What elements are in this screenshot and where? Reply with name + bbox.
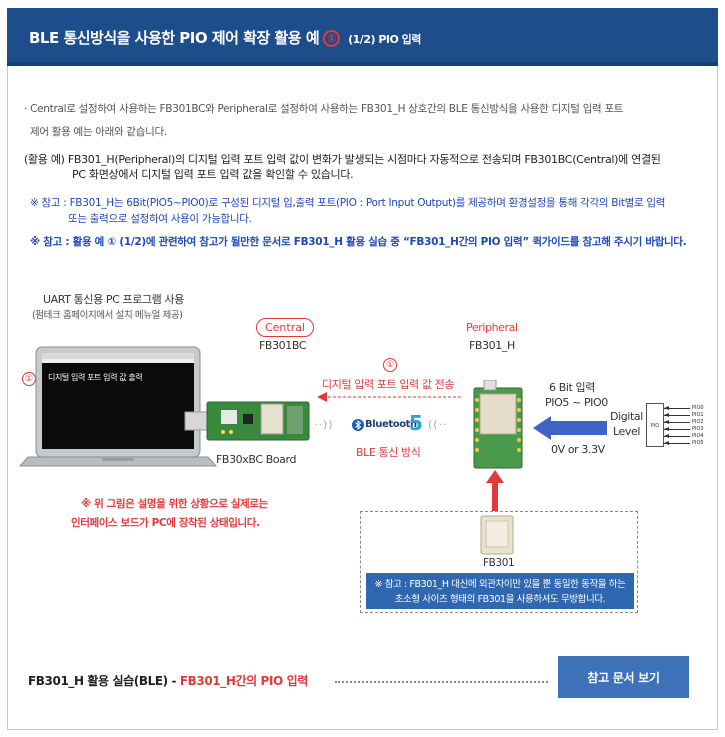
bluetooth-word: Bluetooth: [365, 419, 417, 430]
view-reference-button[interactable]: 참고 문서 보기: [558, 656, 689, 698]
pio-pin-arrowhead: [664, 434, 669, 438]
pio-pin-line: [664, 443, 690, 444]
transfer-arrow: [317, 392, 461, 402]
pio-pin-arrowhead: [664, 441, 669, 445]
reference-highlight: FB301_H간의 PIO 입력: [179, 674, 308, 688]
transfer-marker: ①: [383, 358, 397, 372]
pio-pin-label: PIO1: [692, 412, 704, 418]
pio-pin-label: PIO5: [692, 440, 704, 446]
peripheral-label: Peripheral: [466, 321, 518, 334]
fb301-label: FB301: [483, 557, 515, 569]
fb301-note: ※ 참고 : FB301_H 대신에 외관차이만 있을 뿐 동일한 동작을 하는…: [366, 573, 634, 609]
peripheral-device-label: FB301_H: [469, 339, 515, 352]
signal-waves-right: ((··: [428, 418, 448, 431]
fb301-module-image: [480, 515, 514, 555]
pio-pin-line: [664, 429, 690, 430]
fb301bc-board-image: [184, 401, 310, 441]
pio-pin-line: [664, 436, 690, 437]
fb301h-module-image: [473, 380, 523, 469]
note-1-line-1: ※ 참고 : FB301_H는 6Bit(PIO5~PIO0)로 구성된 디지털…: [30, 197, 666, 209]
ble-label: BLE 통신 방식: [356, 446, 421, 459]
pio-pin-line: [664, 408, 690, 409]
note-2: ※ 참고 : 활용 예 ① (1/2)에 관련하여 참고가 될만한 문서로 FB…: [30, 236, 687, 248]
voltage-label: 0V or 3.3V: [551, 443, 605, 456]
input-bits-label: 6 Bit 입력: [549, 381, 595, 394]
central-device-label: FB301BC: [259, 339, 307, 352]
pio-pin-line: [664, 415, 690, 416]
pc-program-subtitle: (펌테크 홈페이지에서 설치 메뉴얼 제공): [32, 310, 183, 321]
intro-line-2: 제어 활용 예는 아래와 같습니다.: [30, 126, 167, 138]
header-number-badge: ①: [323, 30, 341, 47]
laptop-image: [18, 346, 218, 467]
reference-title: FB301_H 활용 실습(BLE) - FB301_H간의 PIO 입력: [28, 672, 308, 689]
warning-line-2: 인터페이스 보드가 PC에 장착된 상태입니다.: [71, 517, 260, 529]
up-arrow: [486, 470, 504, 516]
pio-pin-arrowhead: [664, 420, 669, 424]
pio-pin-line: [664, 422, 690, 423]
reference-prefix: FB301_H 활용 실습(BLE) -: [28, 674, 180, 688]
pio-pin-label: PIO0: [692, 405, 704, 411]
pc-screen-text: 디지털 입력 포트 입력 값 출력: [48, 373, 143, 382]
input-arrow: [533, 416, 607, 440]
central-badge: Central: [256, 318, 314, 337]
fb301-note-line-1: ※ 참고 : FB301_H 대신에 외관차이만 있을 뿐 동일한 동작을 하는: [374, 579, 626, 590]
dotted-leader: [335, 681, 548, 683]
pio-pin-label: PIO3: [692, 426, 704, 432]
pc-program-title: UART 통신용 PC 프로그램 사용: [43, 293, 184, 306]
pio-connector-box: PIO: [646, 403, 664, 447]
note-1-line-2: 또는 출력으로 설정하여 사용이 가능합니다.: [68, 213, 252, 225]
header-subtitle: (1/2) PIO 입력: [348, 33, 421, 46]
example-line-2: PC 화면상에서 디지털 입력 포트 입력 값을 확인할 수 있습니다.: [72, 168, 354, 181]
bluetooth-icon: [352, 419, 364, 431]
board-label: FB30xBC Board: [216, 453, 297, 466]
transfer-label: 디지털 입력 포트 입력 값 전송: [322, 378, 455, 391]
pio-pin-label: PIO2: [692, 419, 704, 425]
signal-waves-left: ··)): [314, 418, 334, 431]
fb301-note-line-2: 초소형 사이즈 형태의 FB301을 사용하셔도 무방합니다.: [394, 594, 606, 605]
input-range-label: PIO5 ~ PIO0: [545, 396, 608, 409]
header-title-text: BLE 통신방식을 사용한 PIO 제어 확장 활용 예: [29, 29, 320, 47]
level-label: Level: [613, 425, 641, 438]
pio-pin-label: PIO4: [692, 433, 704, 439]
pio-pin-arrowhead: [664, 427, 669, 431]
warning-line-1: ※ 위 그림은 설명을 위한 상황으로 실제로는: [81, 498, 268, 510]
intro-line-1: · Central로 설정하여 사용하는 FB301BC와 Peripheral…: [24, 103, 624, 115]
digital-label: Digital: [610, 410, 643, 423]
pio-pin-arrowhead: [664, 406, 669, 410]
example-line-1: (활용 예) FB301_H(Peripheral)의 디지털 입력 포트 입력…: [24, 153, 661, 166]
pio-pin-arrowhead: [664, 413, 669, 417]
bluetooth-version: 5: [409, 411, 423, 435]
